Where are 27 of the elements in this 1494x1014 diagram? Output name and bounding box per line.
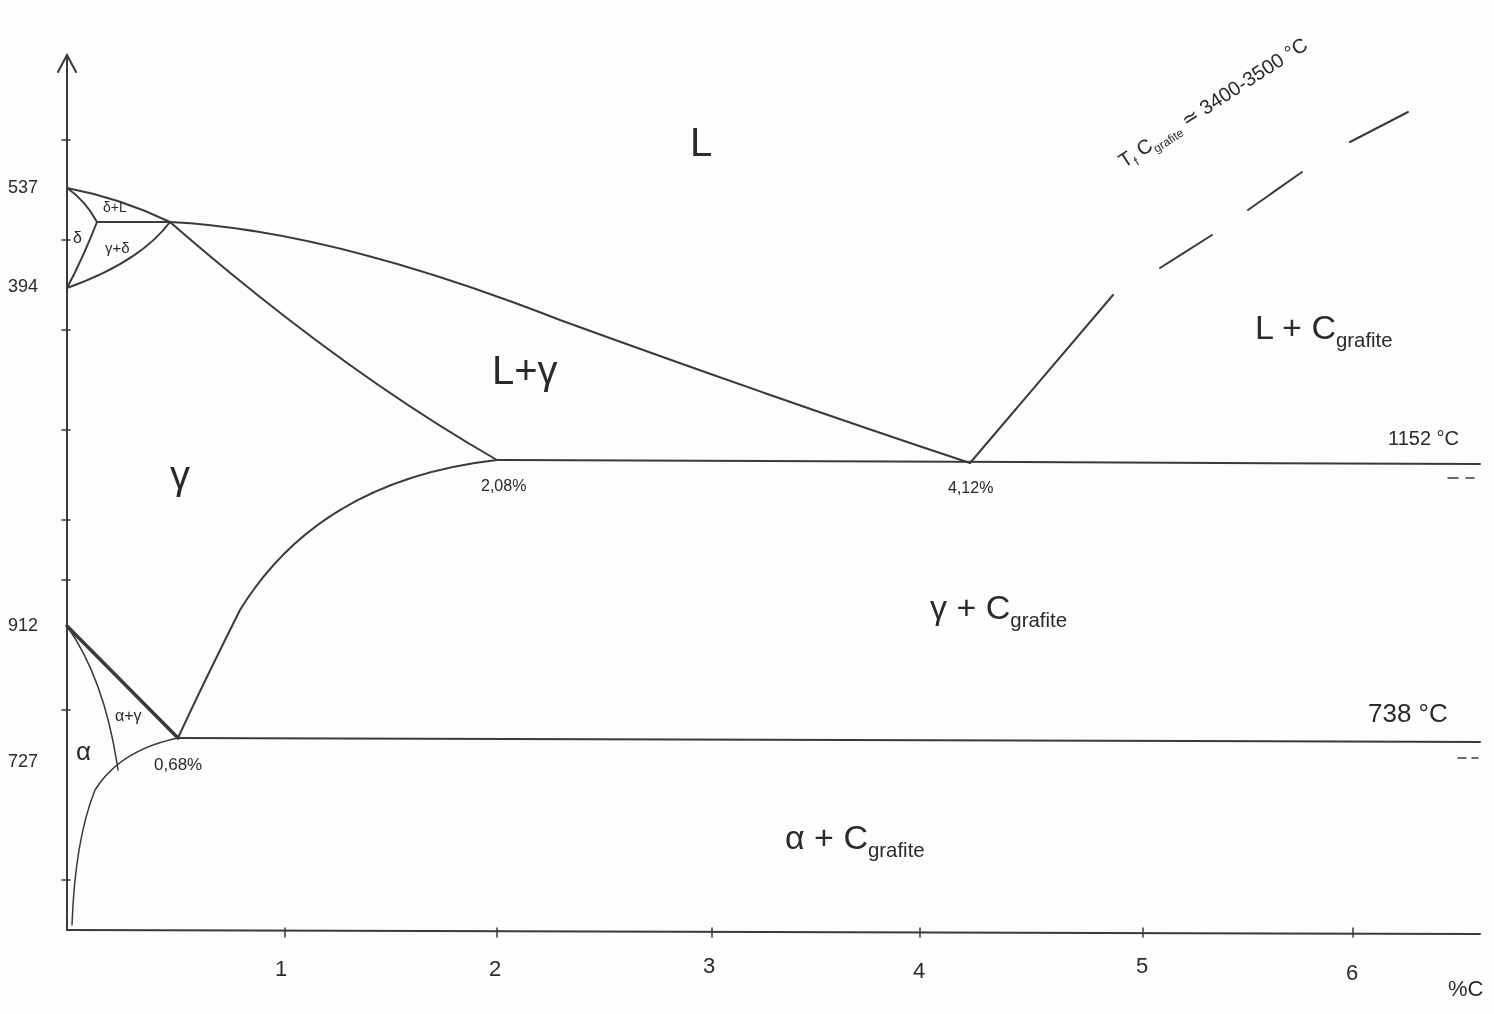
phase-label: α+γ xyxy=(115,708,142,724)
phase-label: γ+δ xyxy=(105,240,130,255)
composition-label: 0,68% xyxy=(154,756,203,773)
phase-label: γ + C$_{grafite}$ xyxy=(930,590,1067,631)
temperature-label: 738 °C xyxy=(1368,700,1448,726)
phase-label: δ xyxy=(73,230,82,246)
axis-tick-label: 6 xyxy=(1346,962,1359,984)
phase-label: α + C$_{grafite}$ xyxy=(785,820,925,861)
composition-label: 2,08% xyxy=(481,478,527,494)
phase-label: γ xyxy=(170,455,190,495)
axis-label: %C xyxy=(1448,978,1484,1000)
axis-tick-label: 5 xyxy=(1136,955,1149,977)
phase-label: α xyxy=(76,738,92,764)
phase-label: L xyxy=(690,122,713,162)
phase-label: δ+L xyxy=(103,200,127,214)
temperature-tick-label: 537 xyxy=(8,178,39,196)
temperature-tick-label: 727 xyxy=(8,752,39,770)
axis-tick-label: 2 xyxy=(489,958,502,980)
phase-label: L+γ xyxy=(492,350,558,390)
temperature-label: 1152 °C xyxy=(1388,428,1459,448)
temperature-tick-label: 394 xyxy=(8,277,39,295)
axis-tick-label: 4 xyxy=(913,960,926,982)
composition-label: 4,12% xyxy=(948,480,994,496)
temperature-tick-label: 912 xyxy=(8,616,39,634)
axis-tick-label: 1 xyxy=(275,958,288,980)
phase-label: L + C$_{grafite}$ xyxy=(1255,310,1393,351)
axis-tick-label: 3 xyxy=(703,955,716,977)
